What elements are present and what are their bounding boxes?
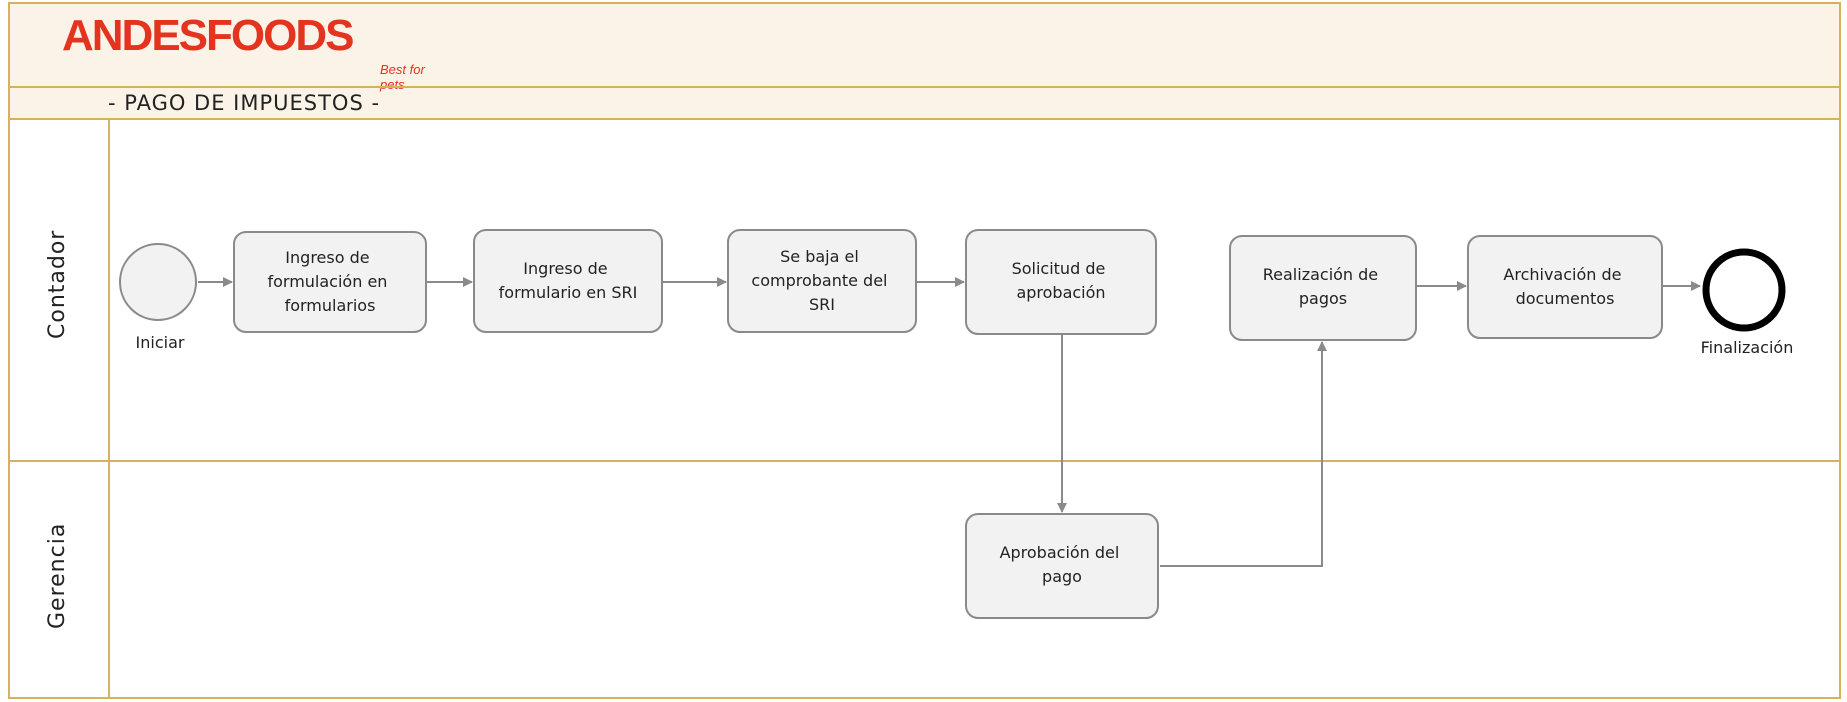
task-label-line: Archivación de: [1503, 265, 1621, 284]
task-label-line: Ingreso de: [285, 248, 369, 267]
task-label-line: Aprobación del: [1000, 543, 1120, 562]
sequence-flows: [198, 277, 1701, 567]
task-label-line: aprobación: [1016, 283, 1105, 302]
task-t4: Solicitud de aprobación: [965, 229, 1157, 335]
task-label-line: SRI: [809, 295, 835, 314]
frame-top: [8, 2, 1841, 4]
page-title: - PAGO DE IMPUESTOS -: [108, 91, 381, 115]
task-t5: Aprobación del pago: [965, 513, 1159, 619]
task-label-line: Ingreso de: [523, 259, 607, 278]
task-t1: Ingreso de formulación en formularios: [233, 231, 427, 333]
task-t3: Se baja el comprobante del SRI: [727, 229, 917, 333]
task-t2: Ingreso de formulario en SRI: [473, 229, 663, 333]
header-band: [10, 4, 1839, 86]
header-divider: [8, 86, 1841, 88]
svg-text:Archivación de documento: Archivación de documentos: [1503, 265, 1626, 308]
task-label-line: formularios: [285, 296, 376, 315]
company-logo: ANDESFOODS Best for pets: [62, 10, 442, 92]
task-label-line: formulario en SRI: [499, 283, 638, 302]
lane-label-divider: [108, 118, 110, 699]
svg-text:Se baja el comprobante d: Se baja el comprobante del SRI: [751, 247, 892, 314]
svg-text:Realización de pagos: Realización de pagos: [1263, 265, 1384, 308]
svg-text:Aprobación del pago: Aprobación del pago: [1000, 543, 1125, 586]
end-event-label: Finalización: [1701, 338, 1794, 357]
task-label-line: formulación en: [267, 272, 387, 291]
svg-text:Solicitud de aprobación: Solicitud de aprobación: [1012, 259, 1111, 302]
task-label-line: Realización de: [1263, 265, 1378, 284]
frame-right: [1839, 2, 1841, 699]
task-t7: Archivación de documentos: [1467, 235, 1663, 339]
svg-text:Ingreso de formulación e: Ingreso de formulación en formularios: [267, 248, 392, 315]
end-event: Finalización: [1701, 248, 1794, 357]
task-label-line: documentos: [1516, 289, 1615, 308]
start-event-label: Iniciar: [136, 333, 185, 352]
task-t6: Realización de pagos: [1229, 235, 1417, 341]
frame-bottom: [8, 697, 1841, 699]
lane-divider: [8, 460, 1841, 462]
flow-t5-to-t6: [1160, 341, 1327, 567]
task-label-line: comprobante del: [751, 271, 887, 290]
title-band: [10, 88, 1839, 118]
logo-tagline: Best for pets: [380, 62, 425, 92]
logo-wordmark: ANDESFOODS: [62, 11, 354, 60]
frame-left: [8, 2, 10, 699]
task-label-line: pagos: [1299, 289, 1347, 308]
start-event: Iniciar: [119, 243, 197, 352]
task-label-line: pago: [1042, 567, 1082, 586]
svg-text:Ingreso de formulario en: Ingreso de formulario en SRI: [499, 259, 638, 302]
task-label-line: Se baja el: [780, 247, 859, 266]
task-label-line: Solicitud de: [1012, 259, 1106, 278]
title-divider: [8, 118, 1841, 120]
